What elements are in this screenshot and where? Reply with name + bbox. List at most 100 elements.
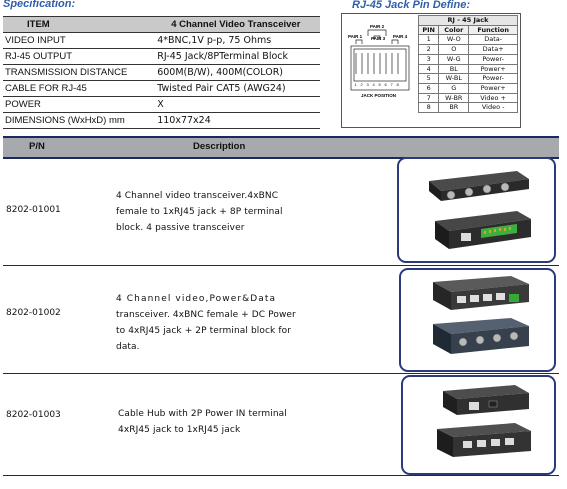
spec-value: RJ-45 Jack/8PTerminal Block [143, 48, 320, 65]
jack-pin-number: 3 [367, 82, 370, 87]
spec-label: DIMENSIONS (WxHxD) mm [3, 112, 144, 129]
product-description: 4 Channel video transceiver.4xBNC female… [116, 188, 331, 236]
product-pn: 8202-01002 [6, 308, 61, 318]
pin-function: Power- [468, 73, 518, 84]
description-column-header: Description [193, 141, 246, 152]
function-col-header: Function [468, 24, 518, 36]
product-description: Cable Hub with 2P Power IN terminal 4xRJ… [118, 406, 333, 438]
pin-color: W-O [438, 34, 470, 46]
pin-color: W-BL [438, 73, 470, 84]
jack-pin-number: 4 [373, 82, 376, 87]
description-line: block. 4 passive transceiver [116, 223, 245, 233]
jack-pin-number: 1 [355, 82, 358, 87]
pin-number: 1 [417, 34, 440, 46]
jack-pin-number: 5 [379, 82, 382, 87]
spec-title: Specification: [3, 0, 76, 10]
jack-pin-number: 8 [397, 82, 400, 87]
pin-color: W-BR [438, 92, 470, 104]
product-row: 8202-01001 4 Channel video transceiver.4… [3, 157, 559, 266]
pin-function: Data+ [468, 44, 518, 55]
pin-color: W-G [438, 53, 470, 65]
pin-number: 4 [417, 63, 440, 75]
spec-label: TRANSMISSION DISTANCE [3, 64, 144, 81]
pin-define-title: RJ-45 Jack Pin Define: [352, 0, 470, 11]
spec-value: 110x77x24 [143, 112, 320, 129]
pin-define-box [341, 13, 521, 128]
product-photo [399, 268, 556, 372]
description-line: 4 Channel video,Power&Data [116, 294, 277, 304]
description-line: transceiver. 4xBNC female + DC Power [116, 310, 296, 320]
jack-diagram: PAIR 2 PAIR 1 PAIR 3 PAIR 4 1 2 3 4 5 6 … [348, 24, 410, 98]
pin-function: Video + [468, 92, 518, 104]
product-table-header: P/N Description [3, 136, 559, 159]
pair-4-label: PAIR 4 [393, 34, 408, 39]
transceiver-power-image [433, 276, 529, 354]
spec-label: POWER [3, 96, 144, 113]
pin-function: Power+ [468, 63, 518, 75]
product-pn: 8202-01001 [6, 205, 61, 215]
product-pn: 8202-01003 [6, 410, 61, 420]
spec-label: RJ-45 OUTPUT [3, 48, 144, 65]
description-line: to 4xRJ45 jack + 2P terminal block for [116, 326, 291, 336]
spec-value: 600M(B/W), 400M(COLOR) [143, 64, 320, 81]
spec-value: 4*BNC,1V p-p, 75 Ohms [143, 32, 320, 49]
spec-label: VIDEO INPUT [3, 32, 144, 49]
spec-value: Twisted Pair CAT5 (AWG24) [143, 80, 320, 97]
pin-color: BR [438, 102, 470, 114]
pin-function: Video - [468, 102, 518, 114]
spec-header-value: 4 Channel Video Transceiver [143, 16, 320, 33]
pin-color: BL [438, 63, 470, 75]
product-row: 8202-01003 Cable Hub with 2P Power IN te… [3, 374, 559, 476]
transceiver-8p-image [429, 171, 531, 249]
pin-number: 3 [417, 53, 440, 65]
description-line: 4 Channel video transceiver.4xBNC [116, 191, 279, 201]
pin-table-title: RJ - 45 Jack [418, 15, 518, 26]
description-line: 4xRJ45 jack to 1xRJ45 jack [118, 425, 241, 435]
spec-value: X [143, 96, 320, 113]
product-description: 4 Channel video,Power&Data transceiver. … [116, 291, 331, 355]
jack-pin-number: 2 [361, 82, 364, 87]
pin-col-header: PIN [417, 24, 440, 36]
pin-function: Power+ [468, 82, 518, 94]
spec-header-item: ITEM [3, 16, 144, 33]
jack-pin-number: 6 [385, 82, 388, 87]
cable-hub-image [437, 385, 531, 457]
color-col-header: Color [438, 24, 470, 36]
description-line: female to 1xRJ45 jack + 8P terminal [116, 207, 283, 217]
pin-function: Power- [468, 53, 518, 65]
pin-number: 2 [417, 44, 440, 55]
pin-function: Data- [468, 34, 518, 46]
pin-color: O [438, 44, 470, 55]
product-row: 8202-01002 4 Channel video,Power&Data tr… [3, 266, 559, 374]
pair-3-label: PAIR 3 [371, 36, 386, 41]
spec-label: CABLE FOR RJ-45 [3, 80, 144, 97]
description-line: data. [116, 342, 140, 352]
pin-number: 7 [417, 92, 440, 104]
pin-number: 5 [417, 73, 440, 84]
pin-color: G [438, 82, 470, 94]
pin-number: 8 [417, 102, 440, 114]
pin-number: 6 [417, 82, 440, 94]
pn-column-header: P/N [29, 141, 45, 152]
pair-1-label: PAIR 1 [348, 34, 363, 39]
jack-pin-number: 7 [391, 82, 394, 87]
description-line: Cable Hub with 2P Power IN terminal [118, 409, 287, 419]
jack-position-caption: JACK POSITION [361, 93, 396, 98]
product-photo [397, 157, 556, 263]
product-photo [401, 375, 556, 475]
spec-table: ITEM 4 Channel Video Transceiver VIDEO I… [3, 16, 320, 129]
